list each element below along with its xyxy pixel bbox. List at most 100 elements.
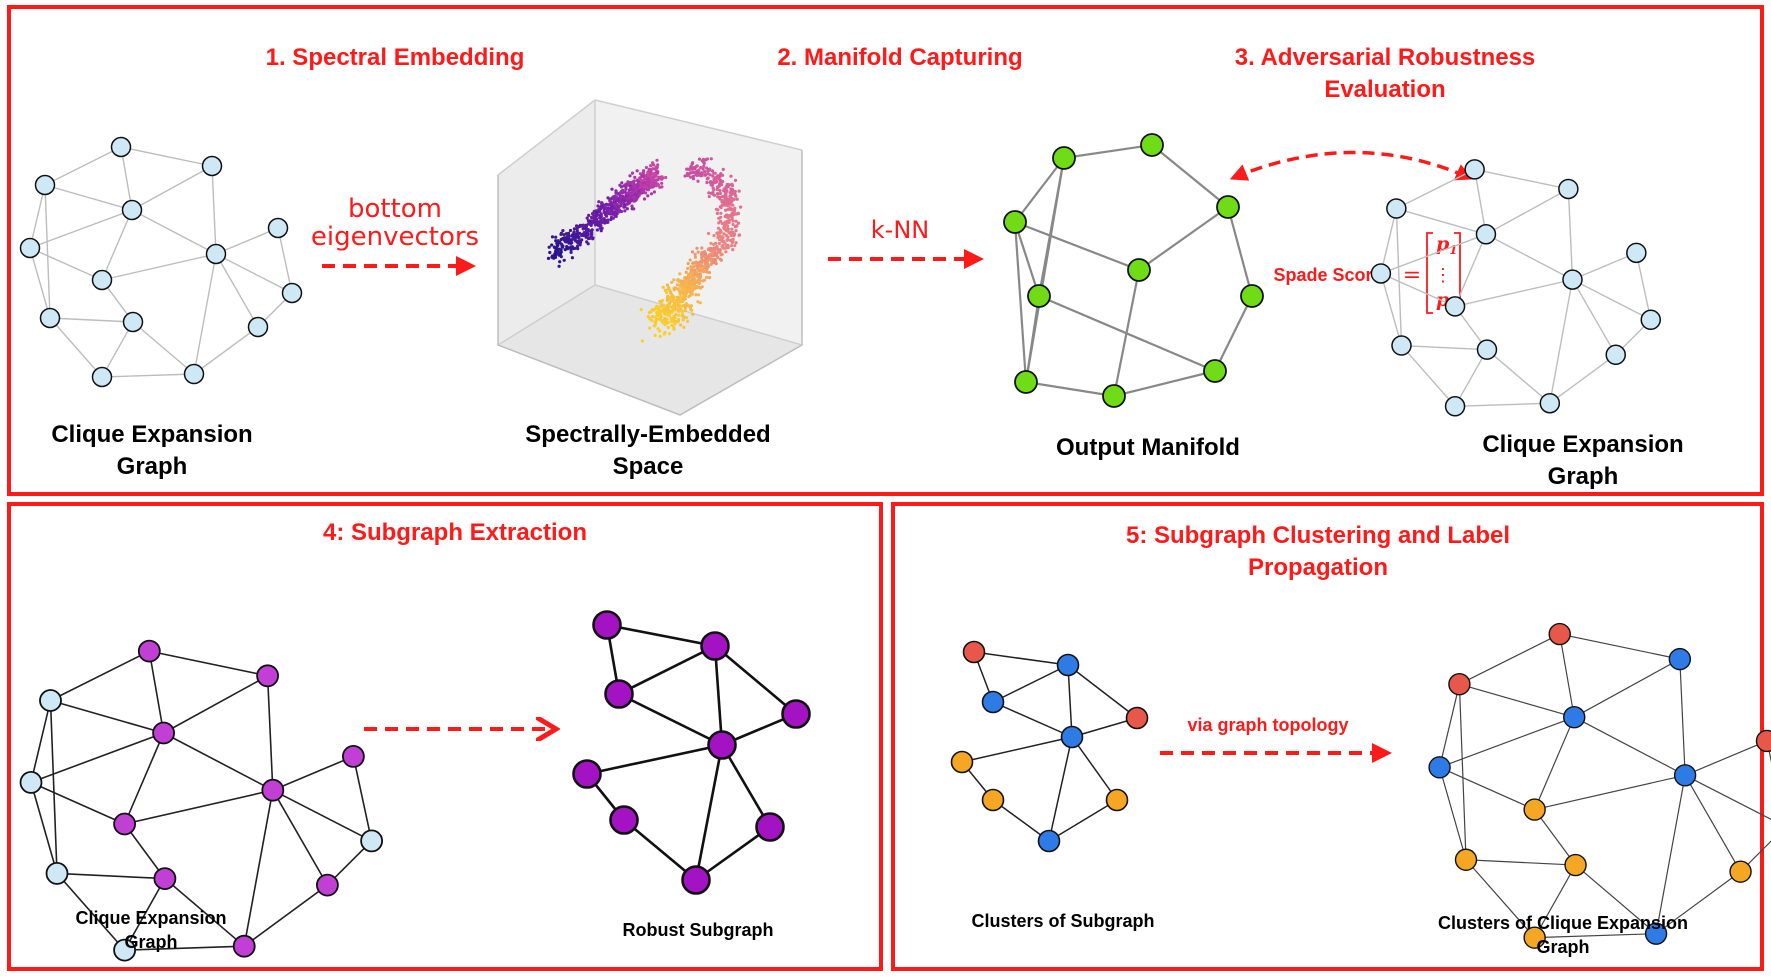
graph-edge <box>124 789 273 825</box>
clique-expansion-graph-step3 <box>1370 159 1662 417</box>
graph-node <box>609 805 639 835</box>
embedding-point <box>678 290 682 294</box>
embedding-point <box>603 205 607 209</box>
embedding-point <box>575 229 579 233</box>
graph-edge <box>50 699 164 734</box>
embedding-point <box>623 190 627 194</box>
embedding-point <box>694 293 698 297</box>
graph-edge <box>215 253 259 328</box>
embedding-point <box>681 297 685 301</box>
embedding-point <box>655 311 659 315</box>
embedding-point <box>642 169 646 173</box>
graph-edge <box>1071 736 1118 801</box>
clusters-subgraph-caption: Clusters of Subgraph <box>971 911 1154 931</box>
embedding-point <box>583 226 587 230</box>
embedding-point <box>667 332 672 336</box>
adversarial-evaluation-arrow <box>1229 150 1474 181</box>
embedding-point <box>646 187 651 192</box>
embedding-point <box>692 281 697 285</box>
graph-edge <box>30 781 125 825</box>
embedding-point <box>653 324 657 328</box>
embedding-point <box>667 314 672 318</box>
embedding-point <box>671 308 675 312</box>
embedding-point <box>619 196 623 201</box>
graph-node <box>110 136 132 158</box>
embedding-point <box>633 175 637 179</box>
embedding-point <box>653 320 657 324</box>
embedding-point <box>614 195 619 199</box>
embedding-point <box>630 171 635 175</box>
embedding-point <box>598 210 602 214</box>
embedding-point <box>547 245 551 249</box>
embedding-point <box>657 176 661 180</box>
embedding-point <box>672 278 676 282</box>
embedding-point <box>591 212 595 216</box>
embedding-point <box>726 235 730 239</box>
embedding-point <box>606 218 610 222</box>
graph-edge <box>1459 683 1575 718</box>
embedding-point <box>730 227 734 231</box>
embedding-point <box>550 243 554 247</box>
embedding-point <box>700 259 704 263</box>
embedding-point <box>722 246 726 250</box>
embedding-point <box>710 169 715 173</box>
embedding-point <box>584 235 588 239</box>
embedding-point <box>731 222 735 227</box>
graph-node <box>261 778 285 802</box>
embedding-point <box>674 319 678 323</box>
embedding-point <box>570 245 575 249</box>
embedding-point <box>689 304 694 308</box>
embedding-point <box>681 312 685 316</box>
robust-subgraph <box>572 610 811 895</box>
embedding-point <box>595 228 600 232</box>
graph-edge <box>1572 252 1637 281</box>
embedding-point <box>714 241 718 245</box>
eigenvectors-label-line2: eigenvectors <box>311 222 479 252</box>
embedding-point <box>724 197 728 201</box>
embedding-point <box>691 312 695 316</box>
graph-edge <box>1013 221 1028 383</box>
graph-edge <box>720 744 772 828</box>
embedding-point <box>580 238 584 242</box>
graph-edge <box>272 789 329 886</box>
graph-edge <box>266 675 274 791</box>
graph-node <box>1056 653 1080 677</box>
graph-node <box>113 812 136 836</box>
graph-edge <box>1534 809 1577 866</box>
embedding-point <box>619 185 624 189</box>
panel-top-border <box>7 5 1764 496</box>
embedding-point <box>652 190 657 194</box>
embedding-point <box>564 240 568 244</box>
embedding-point <box>705 262 709 266</box>
graph-edge <box>1684 774 1771 821</box>
embedding-point <box>718 179 722 183</box>
graph-node <box>1564 853 1587 877</box>
embedding-point <box>628 188 632 192</box>
embedding-point <box>683 306 687 310</box>
embedding-point <box>656 327 660 331</box>
embedding-point <box>686 261 690 266</box>
embedding-point <box>623 196 628 200</box>
embedding-point <box>729 244 734 248</box>
embedding-point <box>720 235 724 239</box>
embedding-point <box>686 319 690 323</box>
embedding-point <box>660 181 664 185</box>
embedding-point <box>690 289 695 293</box>
embedding-point <box>689 164 693 168</box>
embedding-point <box>696 261 700 265</box>
embedding-point <box>650 319 654 323</box>
embedding-point <box>684 270 688 274</box>
graph-edge <box>163 732 274 791</box>
embedding-point <box>725 229 729 233</box>
embedding-point <box>640 178 644 183</box>
embedding-point <box>604 202 609 206</box>
panel-bottom-left-border <box>7 502 883 971</box>
embedding-point <box>696 300 700 304</box>
graph-edge <box>1485 233 1573 281</box>
embedding-point <box>688 307 693 311</box>
embedding-point <box>646 184 651 188</box>
graph-edge <box>30 732 164 784</box>
graph-edge <box>1439 767 1467 860</box>
embedding-point <box>686 282 691 286</box>
graph-node <box>1558 178 1579 200</box>
